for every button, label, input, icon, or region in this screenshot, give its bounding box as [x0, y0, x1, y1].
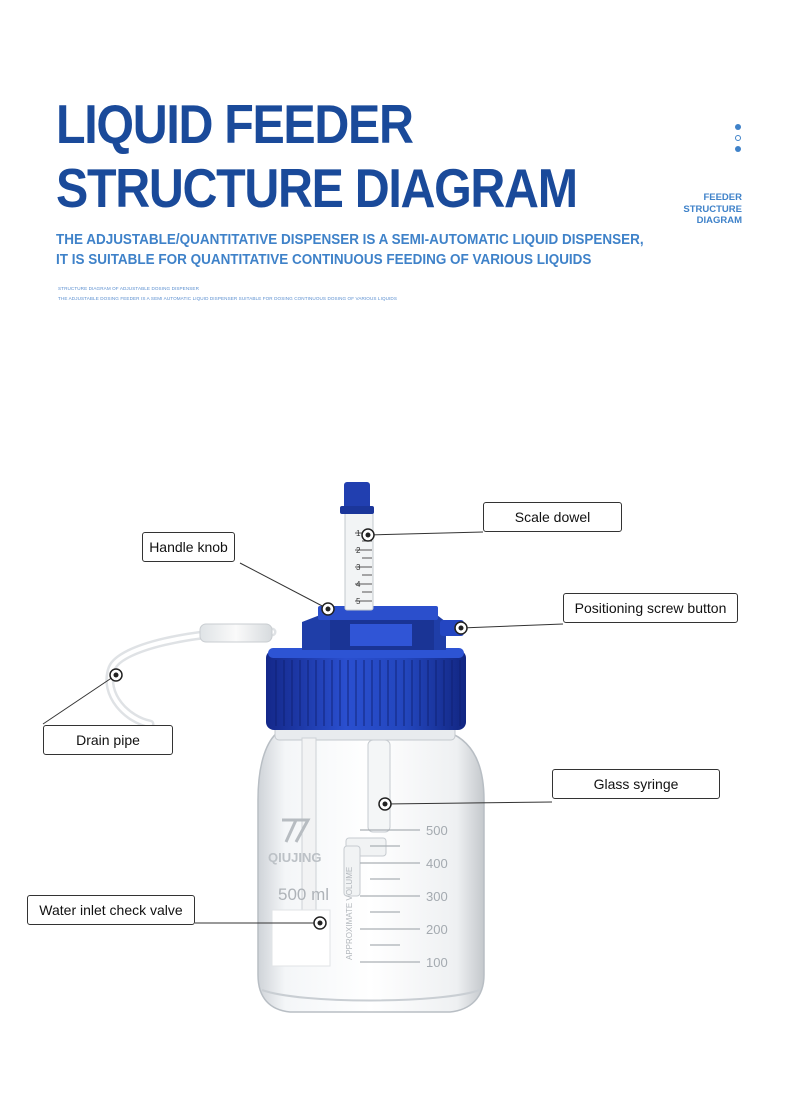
side-caption-line-3: DIAGRAM [696, 215, 742, 226]
title-line-1: LIQUID FEEDER [56, 93, 414, 155]
dot-filled-icon [735, 146, 741, 152]
title-line-2: STRUCTURE DIAGRAM [56, 157, 578, 219]
bottle-brand: QIUJING [268, 850, 321, 865]
subtitle-line-1: THE ADJUSTABLE/QUANTITATIVE DISPENSER IS… [56, 232, 644, 248]
graduation-scale [360, 829, 420, 963]
marker-dots [109, 528, 468, 930]
bottle-capacity: 500 ml [278, 885, 329, 904]
label-scale-dowel: Scale dowel [483, 502, 622, 532]
drain-pipe [105, 627, 277, 729]
brand-logo [282, 818, 311, 843]
grad-label: 200 [426, 922, 448, 937]
syringe-scale-label: 1 [356, 529, 361, 538]
dot-filled-icon [735, 124, 741, 130]
subtitle: THE ADJUSTABLE/QUANTITATIVE DISPENSER IS… [56, 230, 644, 270]
syringe-scale-label: 3 [356, 563, 361, 572]
dot-outline-icon [735, 135, 741, 141]
decorative-dots [735, 124, 743, 157]
syringe-scale-label: 5 [356, 597, 361, 606]
label-handle-knob: Handle knob [142, 532, 235, 562]
subtitle-line-2: IT IS SUITABLE FOR QUANTITATIVE CONTINUO… [56, 252, 592, 268]
fine-print-line-2: THE ADJUSTABLE DOSING FEEDER IS A SEMI A… [58, 296, 398, 301]
fine-print-line-1: STRUCTURE DIAGRAM OF ADJUSTABLE DOSING D… [58, 286, 200, 291]
scale-dowel [344, 509, 374, 611]
grad-label: 100 [426, 955, 448, 970]
leader-lines [42, 531, 564, 924]
side-caption-line-1: FEEDER [703, 192, 742, 203]
label-water-inlet-check-valve: Water inlet check valve [27, 895, 195, 925]
grad-label: 500 [426, 823, 448, 838]
approx-volume: APPROXIMATE VOLUME [345, 867, 354, 960]
grad-label: 400 [426, 856, 448, 871]
page-title: LIQUID FEEDER STRUCTURE DIAGRAM [56, 92, 578, 220]
side-caption: FEEDER STRUCTURE DIAGRAM [683, 192, 742, 227]
side-caption-line-2: STRUCTURE [683, 203, 742, 215]
grad-label: 300 [426, 889, 448, 904]
syringe-scale-label: 4 [356, 580, 361, 589]
label-drain-pipe: Drain pipe [43, 725, 173, 755]
feeder-illustration: QIUJING 500 ml APPROXIMATE VOLUME 500 40… [42, 482, 564, 1013]
label-positioning-screw-button: Positioning screw button [563, 593, 738, 623]
label-glass-syringe: Glass syringe [552, 769, 720, 799]
syringe-scale-label: 2 [356, 546, 361, 555]
